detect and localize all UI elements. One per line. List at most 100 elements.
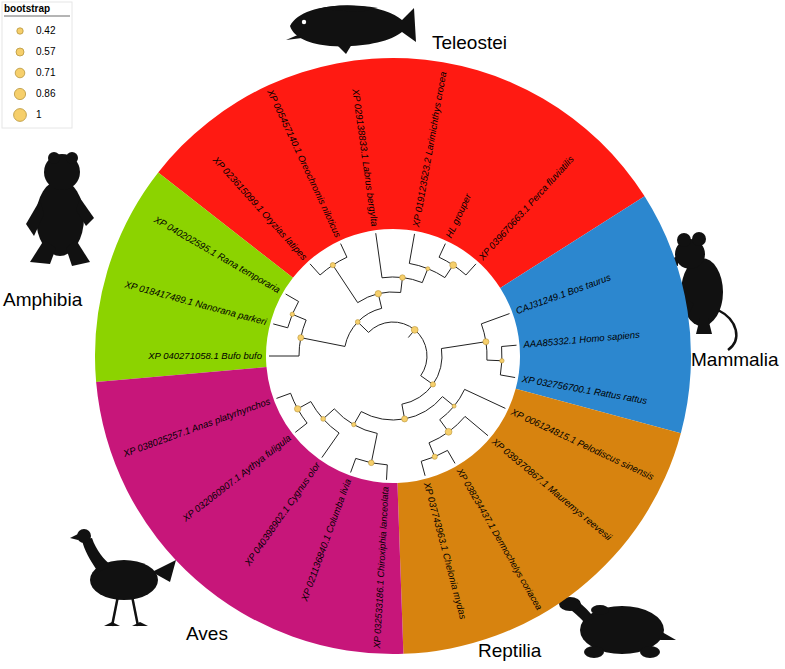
sector-fill [397, 389, 680, 654]
legend-symbol [15, 68, 25, 78]
bootstrap-dot [432, 454, 437, 459]
clade-name: Mammalia [691, 350, 779, 371]
sector-fill [158, 58, 644, 288]
tree-branch [361, 397, 442, 420]
legend-label: 1 [36, 110, 42, 120]
sector-fill [96, 367, 403, 654]
taxon-label: XP 037743963.1 Chelonia mydas [422, 481, 468, 620]
bootstrap-dot [375, 291, 381, 297]
tree-branch [402, 349, 442, 405]
legend-symbol [14, 88, 25, 99]
tree-branch [333, 265, 358, 303]
tree-branch [465, 416, 488, 435]
taxon-label: XP 018417489.1 Nanorana parkeri [124, 280, 268, 327]
tree-branch [429, 416, 465, 442]
bootstrap-dot [445, 428, 452, 435]
tree-branch [421, 461, 425, 475]
legend-label: 0.86 [36, 89, 55, 99]
sector-fill [500, 196, 691, 433]
legend-label: 0.71 [36, 68, 55, 78]
taxon-label: XP 005457140.1 Oreochromis niloticus [265, 88, 342, 239]
tree-branch [439, 244, 445, 258]
taxon-label: XP 029138833.1 Labrus bergylta [351, 88, 380, 227]
tree-branch [502, 345, 517, 346]
tree-branch [310, 264, 320, 275]
clade-name: Reptilia [478, 641, 541, 662]
tree-branch [376, 233, 382, 278]
tree-branch [386, 465, 388, 480]
bootstrap-dot [500, 359, 504, 363]
legend-label: 0.57 [36, 47, 55, 57]
legend-symbols [14, 28, 27, 122]
tree-branch [409, 234, 414, 264]
tree-branch [465, 389, 506, 408]
taxon-label: AAA85332.1 Homo sapiens [523, 330, 640, 350]
legend-symbol [16, 48, 24, 56]
tree-branch [273, 324, 287, 328]
taxon-label: XP 040271058.1 Bufo bufo [148, 351, 262, 361]
bootstrap-dot [402, 416, 408, 422]
bird-silhouette [70, 529, 176, 626]
tree-branch [301, 338, 345, 347]
tree-branch [286, 294, 299, 302]
frog-silhouette [26, 152, 94, 266]
tree-branch [441, 342, 485, 349]
legend-symbol [17, 28, 23, 34]
taxon-label: XP 038025257.1 Anas platyrhynchos [122, 396, 272, 458]
taxon-label: CAJ31249.1 Bos taurus [514, 272, 612, 315]
tree-branch [351, 458, 356, 472]
bootstrap-dot [450, 262, 457, 269]
bootstrap-dot [330, 263, 335, 268]
taxon-label: XP 039370867.1 Mauremys reevesii [490, 437, 613, 542]
tree-branch [276, 393, 290, 398]
taxon-label: XP 040398902.1 Cygnus olor [243, 461, 322, 568]
bootstrap-dot [321, 416, 326, 421]
tree-branch [409, 263, 445, 277]
taxon-label: XP 032060907.1 Aythya fuligula [181, 433, 293, 523]
sector-fill [95, 173, 293, 382]
clade-name: Aves [186, 624, 228, 645]
bootstrap-dot [426, 267, 430, 271]
taxon-label: XP 021136840.1 Columba livia [299, 477, 352, 602]
mouse-silhouette [664, 232, 736, 350]
fish-silhouette [286, 5, 416, 54]
legend-title: bootstrap [4, 3, 50, 14]
bootstrap-dot [355, 320, 360, 325]
taxon-label: XP 039670663.1 Perca fluviatilis [477, 154, 575, 262]
legend-label: 0.42 [36, 26, 55, 36]
tree-branch [311, 402, 339, 433]
clade-name: Amphibia [3, 290, 82, 311]
tree-branch [481, 314, 509, 324]
taxon-label: HL grouper [444, 192, 473, 239]
bootstrap-dot [452, 404, 456, 408]
bootstrap-dot [290, 312, 294, 316]
tree-branch [345, 308, 382, 346]
taxon-label: XP 019123523.2 Larimichthys crocea [411, 71, 448, 228]
taxon-label: XP 032533186.1 Chiroxiphia lanceolata [373, 487, 391, 649]
legend-rule [4, 16, 70, 17]
tree-branch [288, 302, 299, 328]
tree-branch [291, 393, 308, 423]
tree-branch [322, 433, 339, 458]
tree-branch [334, 409, 377, 434]
tree-branch [448, 450, 456, 463]
tree-branch [466, 264, 476, 275]
tree-branch [356, 458, 388, 464]
clade-name: Teleostei [432, 33, 507, 54]
taxon-label: XP 006124815.1 Pelodiscus sinensis [510, 407, 655, 482]
legend: bootstrap 0.42 0.57 0.71 0.86 1 [2, 2, 72, 128]
legend-frame [2, 2, 72, 128]
tree-branch [371, 433, 377, 462]
tree-branch [421, 450, 447, 461]
bootstrap-dot [483, 339, 489, 345]
bootstrap-dot [411, 326, 418, 333]
bootstrap-dot [352, 422, 356, 426]
